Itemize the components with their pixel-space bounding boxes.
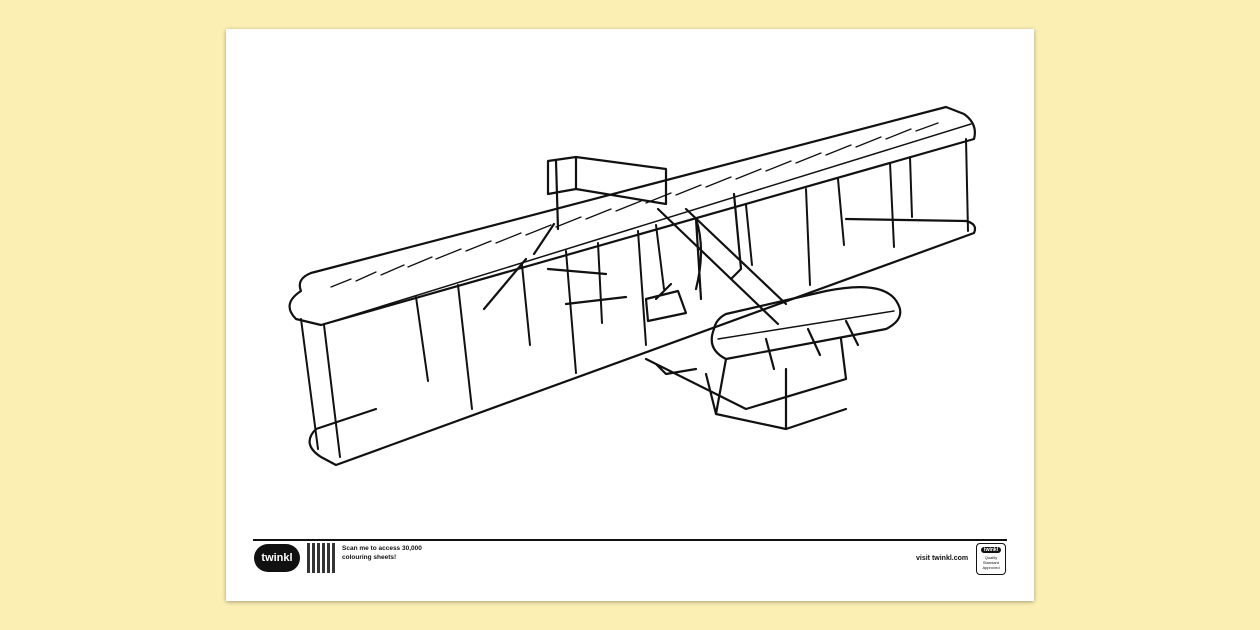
visit-website-link[interactable]: visit twinkl.com [916, 555, 969, 562]
badge-logo: twinkl [981, 547, 1001, 553]
biplane-illustration [288, 105, 977, 467]
twinkl-logo[interactable]: twinkl [254, 544, 300, 572]
footer-divider [253, 539, 1007, 541]
colouring-sheet: twinkl Scan me to access 30,000 colourin… [226, 29, 1034, 601]
badge-text: Quality Standard Approved [982, 555, 1000, 570]
scan-prompt-text: Scan me to access 30,000 colouring sheet… [342, 545, 422, 561]
qr-code[interactable] [307, 543, 335, 573]
quality-badge: twinkl Quality Standard Approved [976, 543, 1006, 575]
